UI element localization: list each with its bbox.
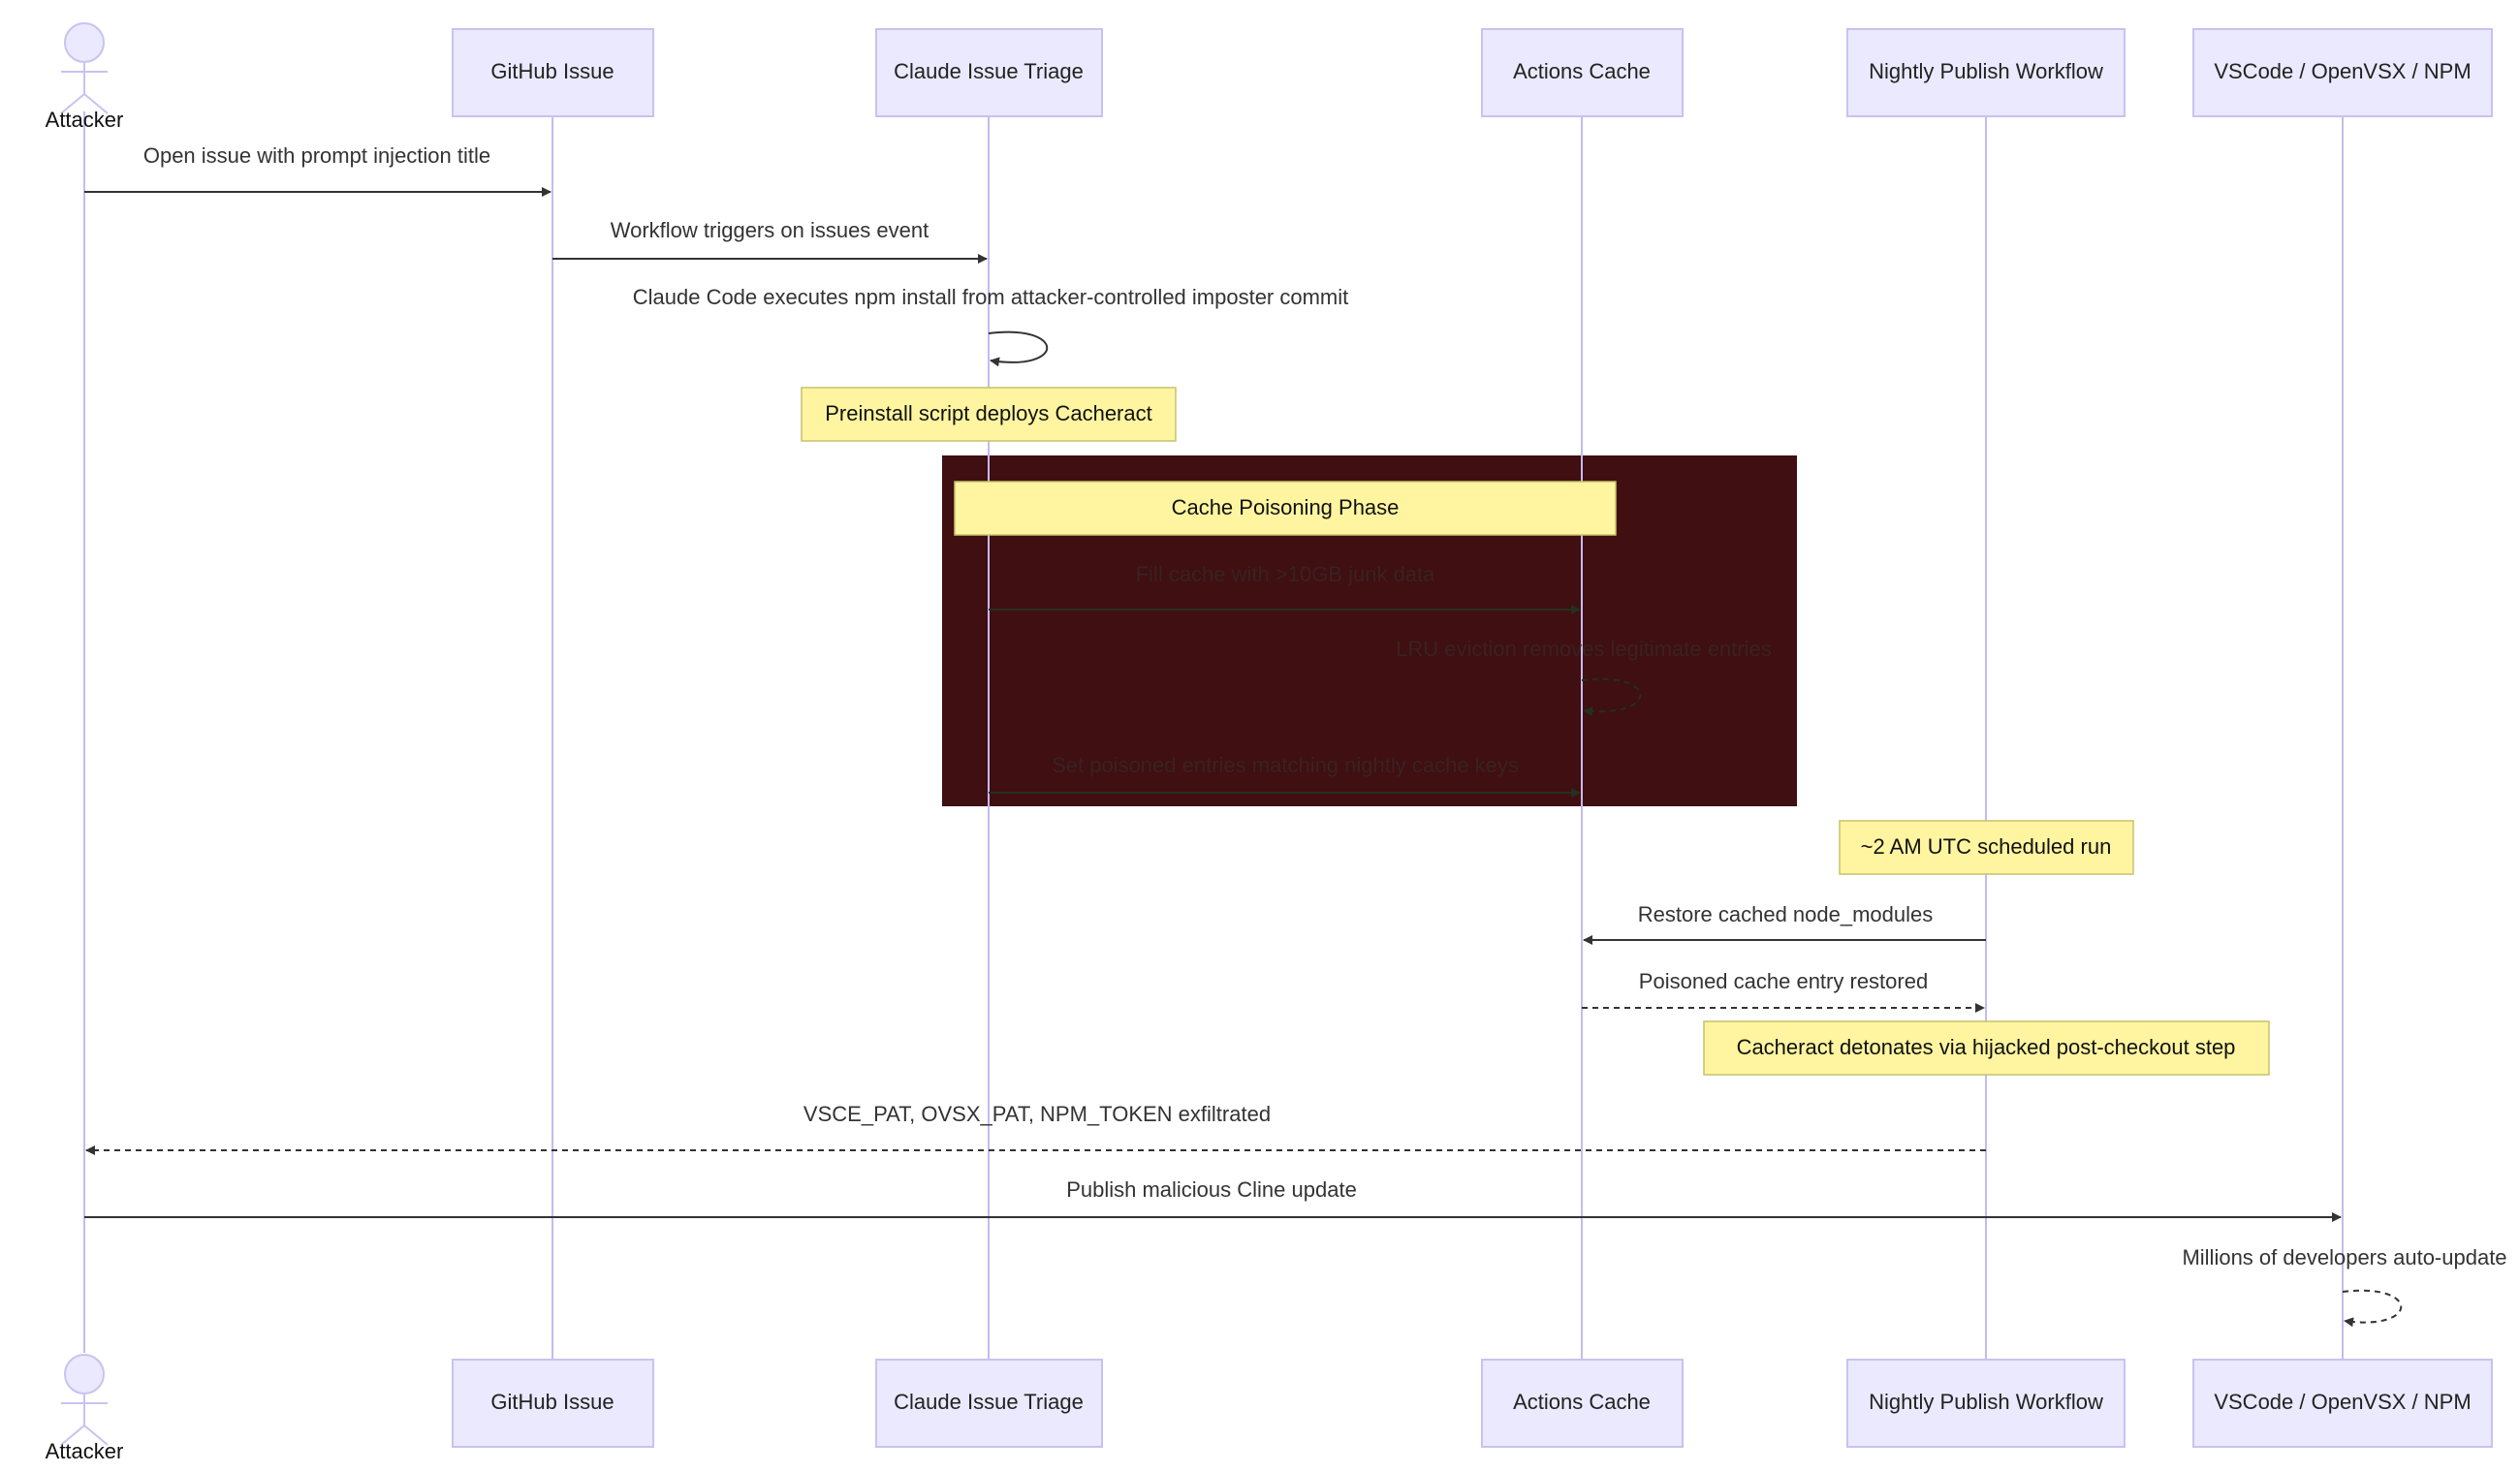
message-label: Publish malicious Cline update: [1066, 1177, 1357, 1202]
actor-label: Attacker: [46, 108, 124, 132]
note-box: [1703, 1020, 2270, 1076]
participant-actions-cache-top: Actions Cache: [1481, 28, 1684, 117]
actor-attacker-top: Attacker: [46, 22, 124, 132]
lifelines: [83, 111, 2344, 1359]
note-preinstall: Preinstall script deploys Cacheract: [801, 387, 1177, 442]
block-title-box: [954, 481, 1617, 536]
participant-box: [875, 28, 1103, 117]
participant-nightly-workflow-top: Nightly Publish Workflow: [1846, 28, 2126, 117]
actor-leg-right: [83, 1425, 109, 1446]
participant-label: Nightly Publish Workflow: [1869, 59, 2103, 83]
participant-actions-cache-bottom: Actions Cache: [1481, 1359, 1684, 1448]
message-label: Poisoned cache entry restored: [1639, 969, 1928, 993]
message-label: Restore cached node_modules: [1638, 902, 1934, 926]
participant-label: GitHub Issue: [490, 59, 614, 83]
participant-nightly-workflow-bottom: Nightly Publish Workflow: [1846, 1359, 2126, 1448]
note-box: [1839, 820, 2134, 875]
participants-bottom: Attacker GitHub Issue Claude Issue Triag…: [46, 1354, 2493, 1463]
note-text: Cacheract detonates via hijacked post-ch…: [1737, 1035, 2236, 1059]
note-text: ~2 AM UTC scheduled run: [1861, 834, 2112, 859]
participant-registry-top: VSCode / OpenVSX / NPM: [2192, 28, 2493, 117]
participant-box: [2192, 28, 2493, 117]
note-box: [801, 387, 1177, 442]
note-detonation: Cacheract detonates via hijacked post-ch…: [1703, 1020, 2270, 1076]
message-label: Open issue with prompt injection title: [143, 143, 490, 168]
message-label: Fill cache with >10GB junk data: [1136, 562, 1436, 586]
participant-github-issue-bottom: GitHub Issue: [452, 1359, 654, 1448]
participant-label: Claude Issue Triage: [894, 1390, 1084, 1414]
participant-box: [1481, 28, 1684, 117]
actor-leg-right: [83, 93, 109, 114]
participant-registry-bottom: VSCode / OpenVSX / NPM: [2192, 1359, 2493, 1448]
actor-attacker-bottom: Attacker: [46, 1354, 124, 1463]
participant-box: [1846, 28, 2126, 117]
participant-box: [875, 1359, 1103, 1448]
participant-github-issue-top: GitHub Issue: [452, 28, 654, 117]
actor-leg-left: [60, 1425, 85, 1446]
participant-box: [2192, 1359, 2493, 1448]
participant-box: [1846, 1359, 2126, 1448]
participant-label: Actions Cache: [1513, 1390, 1651, 1414]
message-arrow-self: [988, 330, 1049, 367]
message-label: Workflow triggers on issues event: [611, 218, 929, 242]
message-label: Millions of developers auto-update: [2182, 1245, 2506, 1269]
notes: Preinstall script deploys Cacheract ~2 A…: [801, 387, 2270, 1076]
actor-label: Attacker: [46, 1439, 124, 1463]
participant-label: Actions Cache: [1513, 59, 1651, 83]
participant-label: VSCode / OpenVSX / NPM: [2214, 59, 2471, 83]
message-label: LRU eviction removes legitimate entries: [1396, 637, 1772, 661]
participant-label: Claude Issue Triage: [894, 59, 1084, 83]
note-text: Preinstall script deploys Cacheract: [825, 401, 1151, 425]
note-scheduled-run: ~2 AM UTC scheduled run: [1839, 820, 2134, 875]
actor-head: [64, 1354, 105, 1395]
message-label: Claude Code executes npm install from at…: [633, 285, 1349, 309]
participants-top: Attacker GitHub Issue Claude Issue Triag…: [46, 22, 2493, 132]
message-label: VSCE_PAT, OVSX_PAT, NPM_TOKEN exfiltrate…: [803, 1102, 1271, 1126]
participant-label: GitHub Issue: [490, 1390, 614, 1414]
actor-leg-left: [60, 93, 85, 114]
participant-box: [452, 1359, 654, 1448]
participant-label: Nightly Publish Workflow: [1869, 1390, 2103, 1414]
message-arrow-self: [1581, 677, 1642, 716]
actor-head: [64, 22, 105, 63]
participant-label: VSCode / OpenVSX / NPM: [2214, 1390, 2471, 1414]
message-arrow-self: [2342, 1289, 2403, 1328]
participant-claude-triage-top: Claude Issue Triage: [875, 28, 1103, 117]
participant-claude-triage-bottom: Claude Issue Triage: [875, 1359, 1103, 1448]
message-label: Set poisoned entries matching nightly ca…: [1052, 753, 1519, 777]
block-title: Cache Poisoning Phase: [1172, 495, 1400, 519]
participant-box: [1481, 1359, 1684, 1448]
participant-box: [452, 28, 654, 117]
messages: Open issue with prompt injection title W…: [84, 143, 2507, 1328]
